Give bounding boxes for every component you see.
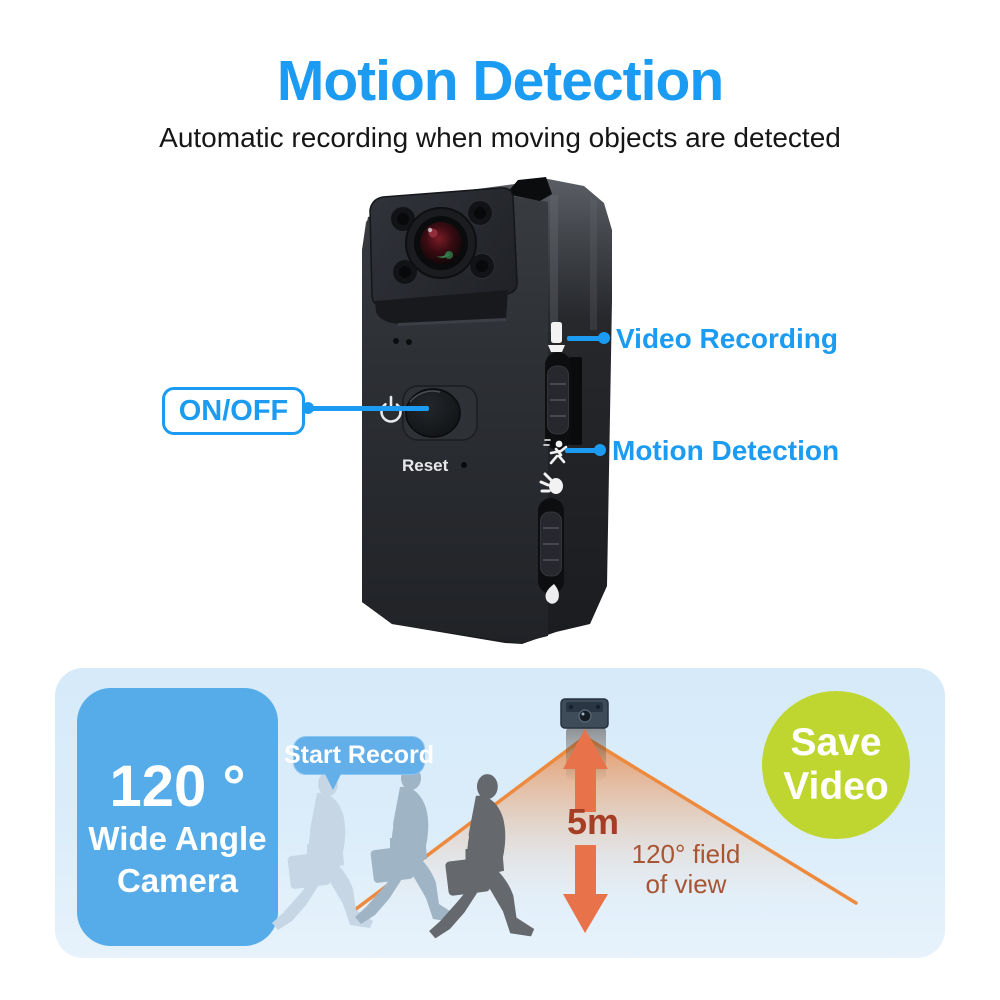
- camera-lens: [405, 207, 477, 279]
- reset-pinhole: [461, 462, 467, 468]
- page-subtitle: Automatic recording when moving objects …: [159, 122, 841, 153]
- reset-label: Reset: [402, 456, 449, 475]
- video-recording-label: Video Recording: [616, 323, 838, 354]
- distance-value: 5m: [566, 801, 620, 842]
- motion-detection-leader-dot: [594, 444, 606, 456]
- start-record-bubble: Start Record: [284, 736, 434, 775]
- walking-people: [272, 766, 535, 939]
- feature-panel: 120 ° Wide Angle Camera: [55, 668, 945, 958]
- power-button: [402, 385, 478, 441]
- video-recording-leader-line: [567, 336, 605, 341]
- card-slot: [569, 357, 582, 445]
- angle-line2: Camera: [116, 862, 239, 899]
- motion-detection-label: Motion Detection: [612, 435, 840, 466]
- angle-value: 120 °: [109, 754, 246, 819]
- mini-camera-top-view: [560, 698, 609, 729]
- fov-label: 120° field of view: [631, 839, 741, 899]
- page-title: Motion Detection: [276, 49, 724, 113]
- wide-angle-card: 120 ° Wide Angle Camera: [77, 688, 278, 946]
- distance-arrow-down: [563, 845, 608, 933]
- camera-head: [369, 177, 552, 326]
- mini-camera-device: Reset: [362, 177, 612, 644]
- video-recording-leader-dot: [598, 332, 610, 344]
- save-video-badge: Save Video: [762, 691, 910, 839]
- ir-led-dots: [390, 200, 495, 285]
- person-silhouette-medium: [355, 766, 456, 924]
- record-slider-switch: [545, 352, 571, 450]
- on-off-leader-line: [307, 406, 429, 411]
- distance-arrow-up: [563, 729, 608, 812]
- mode-slider-switch: [538, 498, 564, 594]
- mic-holes: [393, 338, 412, 345]
- video-camera-icon: [548, 322, 565, 352]
- running-person-icon: [543, 439, 568, 465]
- drop-icon: [545, 584, 559, 604]
- start-record-bubble-tail: [325, 774, 341, 790]
- person-silhouette-light: [272, 772, 373, 930]
- on-off-label: ON/OFF: [162, 387, 305, 435]
- hand-icon: [539, 472, 563, 494]
- motion-detection-leader-line: [565, 448, 601, 453]
- angle-line1: Wide Angle: [88, 820, 267, 857]
